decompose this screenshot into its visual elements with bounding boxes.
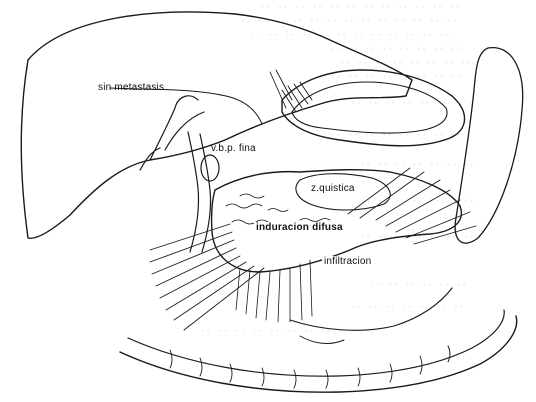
duodenum-stump [201, 155, 219, 181]
mesentery-vessel [300, 336, 344, 343]
colon-inner-line [128, 310, 504, 376]
mass-hatching [236, 260, 312, 322]
hilum-ducts [140, 96, 204, 170]
label-z-quistica: z.quistica [309, 183, 357, 194]
liver-lobe-line [110, 88, 262, 124]
label-induracion-difusa: induracion difusa [254, 222, 345, 233]
stomach-vessels [270, 70, 312, 112]
label-infiltracion: infiltracion [322, 256, 373, 267]
induration-texture [226, 194, 330, 224]
mesentery-line [290, 288, 452, 330]
liver-outline [21, 12, 412, 238]
label-sin-metastasis: sin metastasis [98, 82, 164, 93]
label-vbp-fina: v.b.p. fina [211, 143, 256, 154]
stomach-inner-fold [292, 82, 447, 133]
